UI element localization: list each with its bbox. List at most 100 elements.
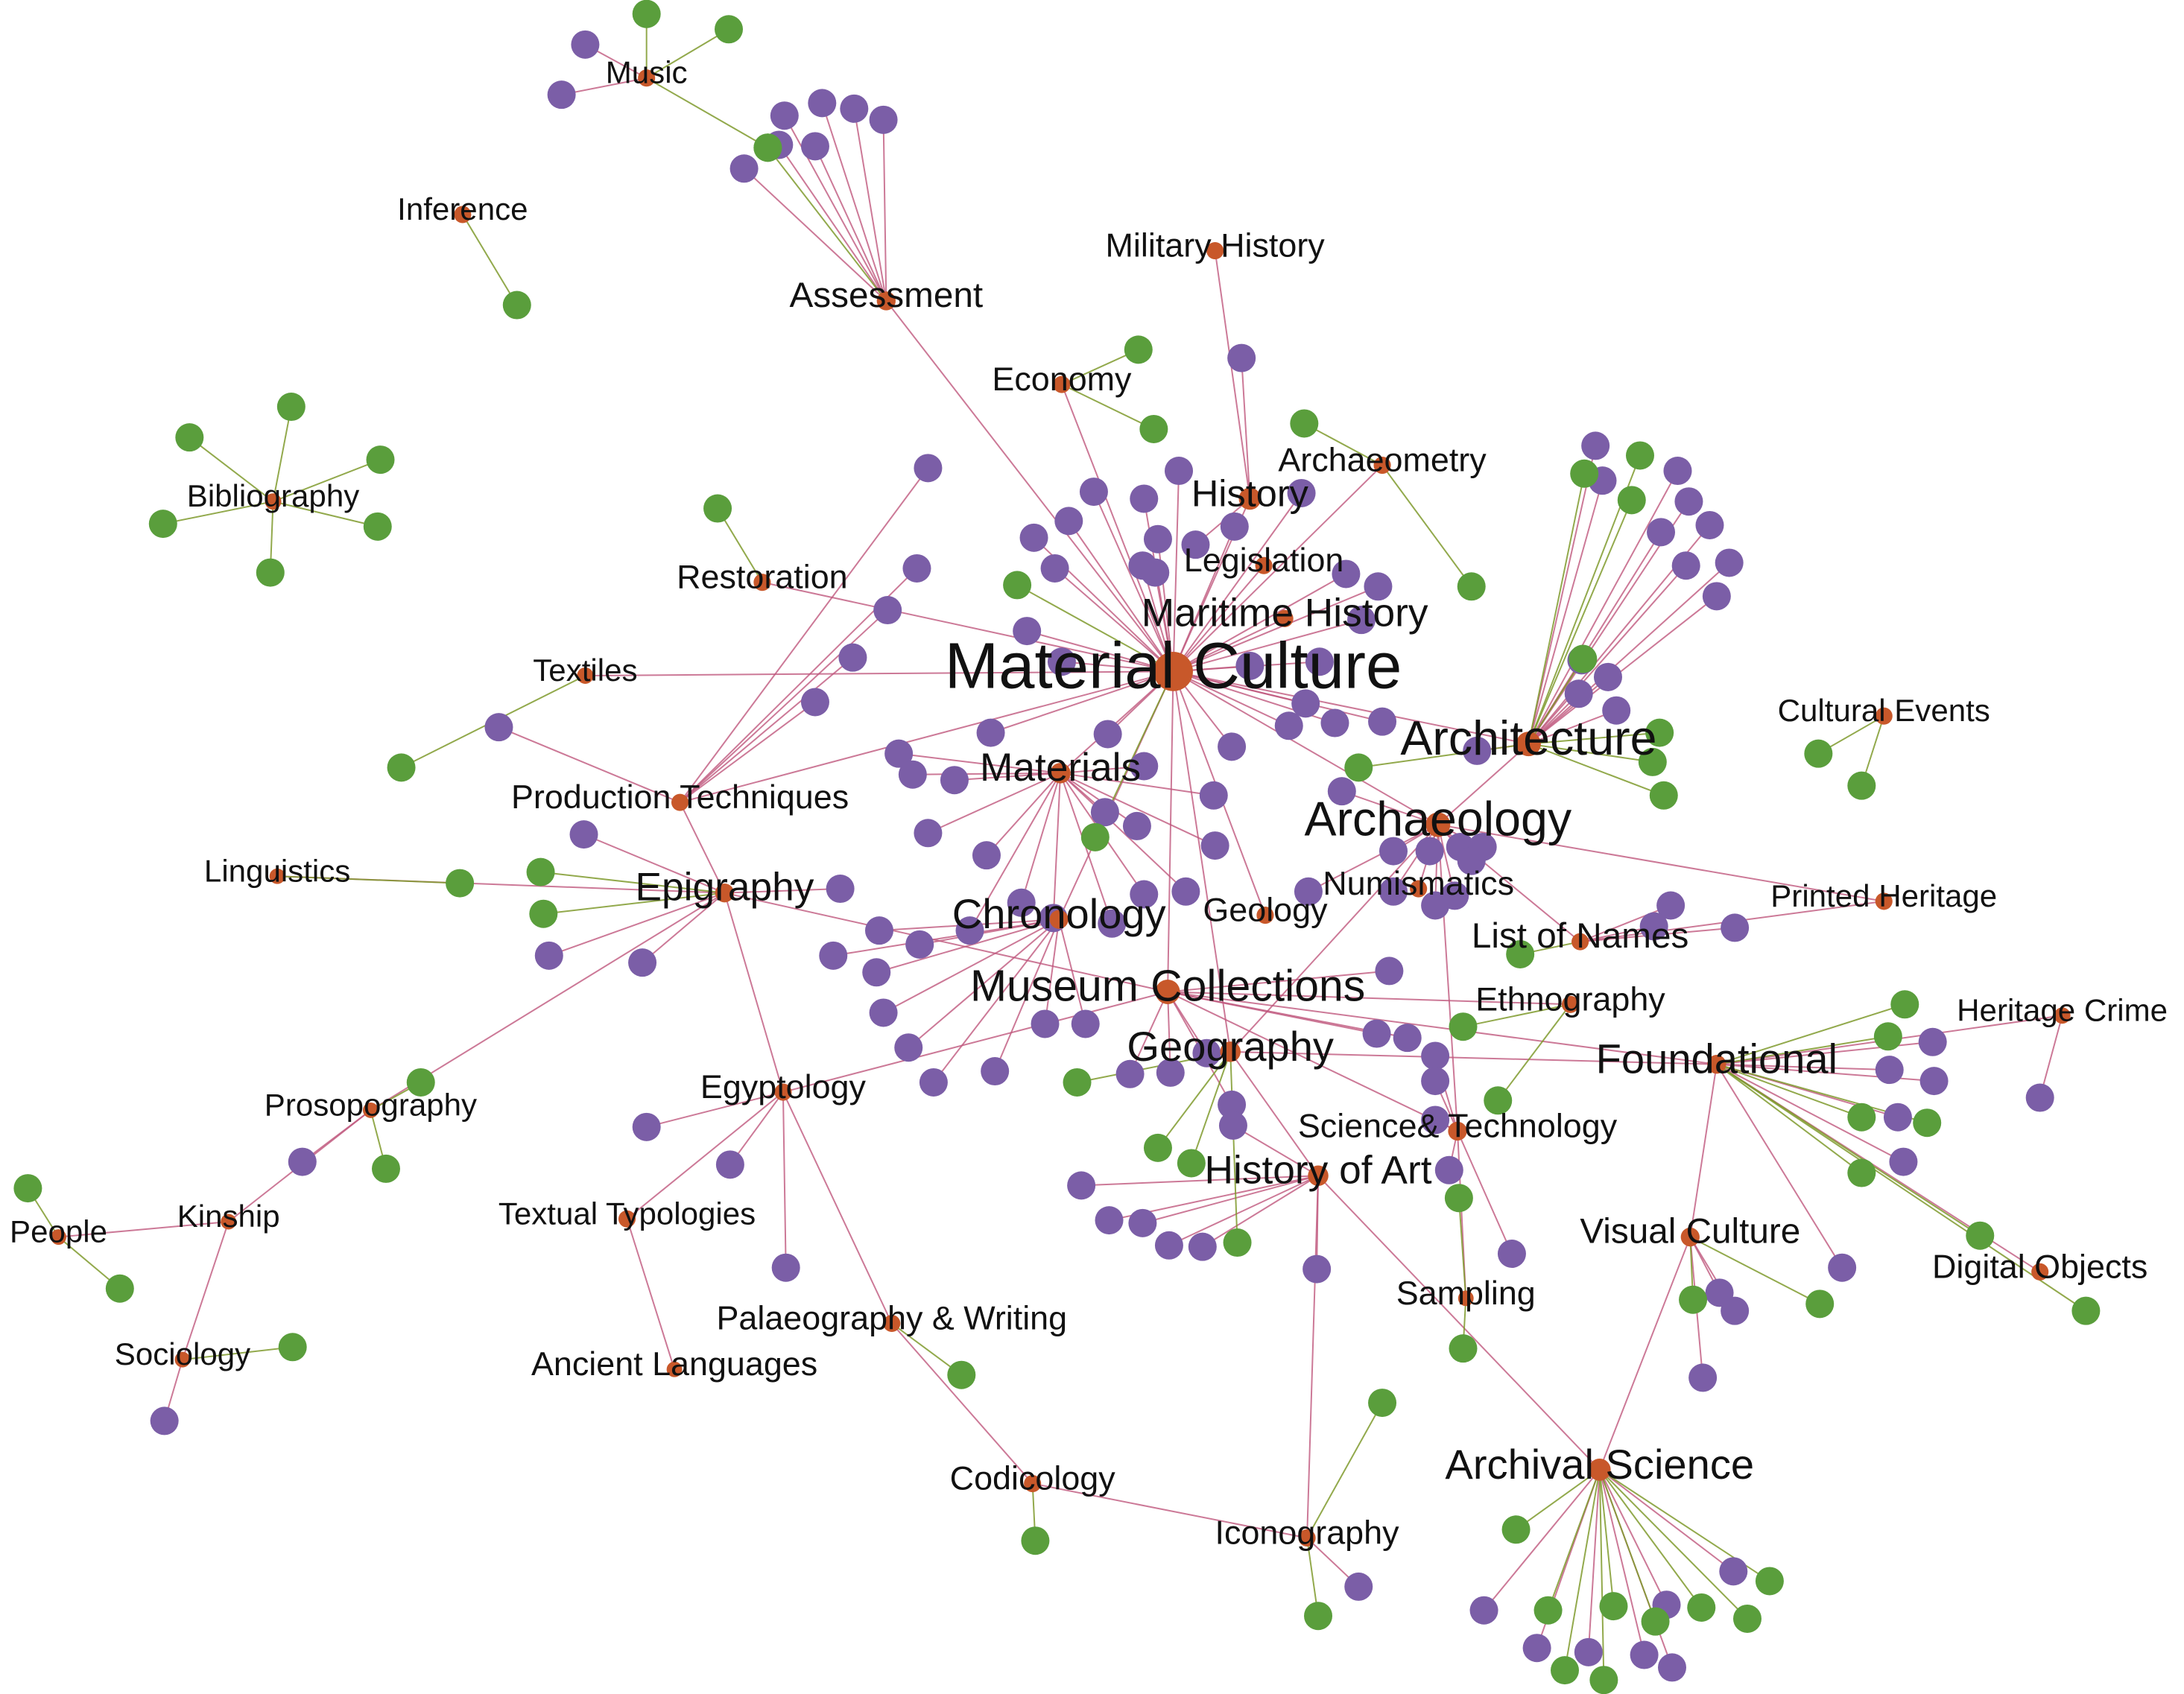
node-heritage_crime-leaf (2025, 1083, 2054, 1112)
edge-bibliography-leaf (189, 437, 274, 502)
topic-label-linguistics: Linguistics (204, 853, 350, 888)
node-chronology-leaf (864, 916, 893, 945)
node-architecture-leaf (1344, 753, 1373, 782)
edge-architecture-leaf (1528, 499, 1633, 744)
node-cultural_events-leaf (1804, 739, 1833, 768)
topic-node-ancient (666, 1361, 683, 1377)
node-visual-leaf (1688, 1363, 1718, 1392)
edge-geography-history_art (1229, 1051, 1319, 1176)
node-epigraphy-leaf (569, 820, 598, 849)
topic-node-numismatics (1410, 880, 1428, 898)
node-foundational-leaf (1919, 1067, 1949, 1096)
edge-heritage_crime-leaf (2039, 1015, 2063, 1098)
edge-production-leaf (679, 609, 888, 803)
topic-label-ethnography: Ethnography (1475, 980, 1665, 1018)
node-museum-leaf (1115, 1059, 1145, 1088)
node-material-leaf (1093, 720, 1122, 749)
edge-chronology-leaf (883, 919, 1060, 1014)
edge-materials-leaf (1060, 773, 1113, 924)
topic-node-bibliography (265, 493, 282, 510)
edge-chronology-leaf (994, 919, 1060, 1072)
edge-bibliography-leaf (272, 406, 292, 502)
topic-node-maritime (1276, 609, 1294, 627)
node-archival-leaf (1687, 1593, 1716, 1622)
node-textiles-leaf (387, 753, 416, 782)
topic-label-heritage_crime: Heritage Crime (1957, 992, 2168, 1027)
topic-node-ethnography (1561, 995, 1580, 1013)
node-production-leaf (838, 643, 867, 672)
edge-archival-leaf (1598, 1469, 1703, 1608)
node-assessment-leaf (800, 132, 829, 161)
node-foundational-leaf (1847, 1158, 1876, 1187)
topic-node-textual (618, 1210, 636, 1228)
edge-architecture-leaf (1528, 732, 1660, 745)
node-material-leaf (1019, 523, 1048, 552)
node-materials-leaf (940, 766, 969, 795)
edge-architecture-leaf (1528, 470, 1679, 745)
edge-prosopography-leaf (302, 1109, 372, 1163)
edge-archaeology-leaf (1341, 790, 1439, 825)
node-layer (13, 0, 2101, 1694)
edge-museum-foundational (1167, 991, 1717, 1065)
node-material-leaf (1047, 647, 1076, 676)
topic-label-music: Music (606, 55, 688, 90)
edge-geography-material (1172, 671, 1232, 1052)
node-list_names-leaf (1721, 913, 1750, 942)
topic-label-codicology: Codicology (950, 1459, 1116, 1497)
node-archaeometry-leaf (1290, 409, 1319, 438)
node-materials-leaf (1122, 811, 1151, 840)
edge-history_art-archival (1317, 1175, 1601, 1471)
node-material-leaf (1013, 617, 1042, 646)
node-archival-leaf (1755, 1567, 1784, 1596)
topic-node-archaeometry (1373, 457, 1391, 475)
edge-architecture-leaf (1528, 743, 1665, 796)
edge-material-leaf (990, 670, 1174, 734)
edge-architecture-leaf (1528, 658, 1584, 745)
edge-history_art-leaf (1081, 1175, 1319, 1187)
node-material-leaf (1220, 512, 1249, 541)
node-foundational-leaf (1847, 1103, 1876, 1132)
node-economy-leaf (1124, 335, 1153, 364)
edge-archaeology-printed (1437, 824, 1884, 902)
edge-museum-leaf (1129, 992, 1168, 1075)
topic-label-people: People (10, 1214, 107, 1249)
edge-ancient-textual (626, 1218, 676, 1370)
node-foundational-leaf (1883, 1103, 1912, 1132)
node-foundational-leaf (1966, 1221, 1995, 1250)
node-archaeology-leaf (1421, 891, 1450, 920)
edge-architecture-leaf (1528, 480, 1604, 744)
node-iconography-leaf (1368, 1389, 1397, 1418)
node-bibliography-leaf (363, 512, 392, 541)
node-production-leaf (800, 688, 829, 717)
topic-label-textual: Textual Typologies (498, 1196, 756, 1231)
edge-assessment-leaf (743, 168, 887, 302)
topic-label-military: Military History (1106, 226, 1326, 264)
edge-materials-leaf (986, 773, 1061, 856)
edge-archaeology-material (1173, 670, 1439, 825)
edge-list_names-leaf (1580, 904, 1671, 943)
edge-foundational-leaf (1716, 1063, 1890, 1071)
topic-label-assessment: Assessment (789, 276, 983, 315)
topic-node-music (638, 69, 656, 87)
node-bibliography-leaf (175, 423, 204, 452)
node-people-leaf (13, 1174, 42, 1203)
node-museum-leaf (1156, 1058, 1185, 1087)
topic-node-museum (1155, 979, 1180, 1004)
topic-label-epigraphy: Epigraphy (635, 866, 814, 910)
edge-ethnography-leaf (1497, 1003, 1571, 1101)
node-material-leaf (1274, 711, 1303, 740)
node-archival-leaf (1641, 1607, 1670, 1636)
topic-label-material: Material Culture (945, 629, 1402, 702)
edge-archival-leaf (1598, 1469, 1645, 1655)
edge-epigraphy-leaf (540, 871, 725, 894)
node-archival-leaf (1589, 1666, 1618, 1694)
node-materials-leaf (898, 760, 927, 789)
edge-assessment-material (885, 300, 1174, 672)
node-materials-leaf (1007, 888, 1036, 917)
node-archaeology-leaf (1379, 877, 1408, 906)
topic-node-science_tech (1448, 1121, 1467, 1141)
node-people-leaf (105, 1274, 134, 1303)
node-architecture-leaf (1593, 662, 1622, 691)
topic-label-geography: Geography (1127, 1023, 1334, 1070)
